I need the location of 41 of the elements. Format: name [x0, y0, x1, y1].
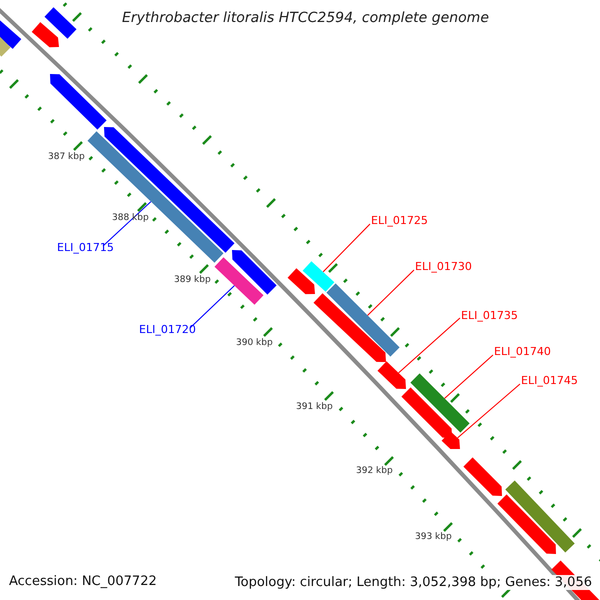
scale-label: 390 kbp — [236, 339, 273, 348]
gene-block — [288, 268, 315, 294]
leader-line — [367, 270, 414, 316]
gene-block — [497, 494, 556, 554]
gene-block — [302, 261, 334, 292]
leader-line — [444, 354, 494, 399]
gene-label: ELI_01725 — [371, 215, 428, 226]
scale-label: 393 kbp — [415, 533, 452, 542]
scale-label: 392 kbp — [356, 467, 393, 476]
gene-block — [378, 361, 406, 389]
scale-label: 391 kbp — [296, 403, 333, 412]
gene-block — [214, 257, 264, 305]
gene-label: ELI_01720 — [139, 324, 196, 335]
gene-block — [326, 283, 400, 357]
gene-block — [232, 250, 277, 295]
scale-label: 387 kbp — [48, 153, 85, 162]
gene-block — [442, 431, 460, 449]
gene-label: ELI_01740 — [494, 346, 551, 357]
gene-block — [50, 74, 107, 130]
gene-block — [463, 457, 502, 496]
leader-line — [190, 285, 235, 328]
gene-label: ELI_01745 — [521, 375, 578, 386]
gene-block — [44, 7, 76, 39]
gene-label: ELI_01715 — [57, 242, 114, 253]
gene-label: ELI_01735 — [461, 310, 518, 321]
scale-label: 388 kbp — [112, 214, 149, 223]
gene-block — [0, 35, 11, 57]
leader-line — [322, 224, 370, 272]
gene-block — [32, 22, 59, 48]
gene-block — [401, 387, 452, 438]
gene-block — [314, 293, 386, 362]
scale-label: 389 kbp — [174, 276, 211, 285]
gene-label: ELI_01730 — [415, 261, 472, 272]
gene-block — [505, 480, 575, 552]
footer-text: Topology: circular; Length: 3,052,398 bp; Genes: 3,056 — [232, 575, 594, 590]
gene-block — [410, 373, 470, 433]
leader-line — [398, 318, 460, 374]
leader-line — [102, 201, 152, 246]
title: Erythrobacter litoralis HTCC2594, complete genome — [122, 11, 489, 25]
leader-line — [457, 384, 520, 438]
footer-text: Accession: NC_007722 — [9, 575, 157, 588]
